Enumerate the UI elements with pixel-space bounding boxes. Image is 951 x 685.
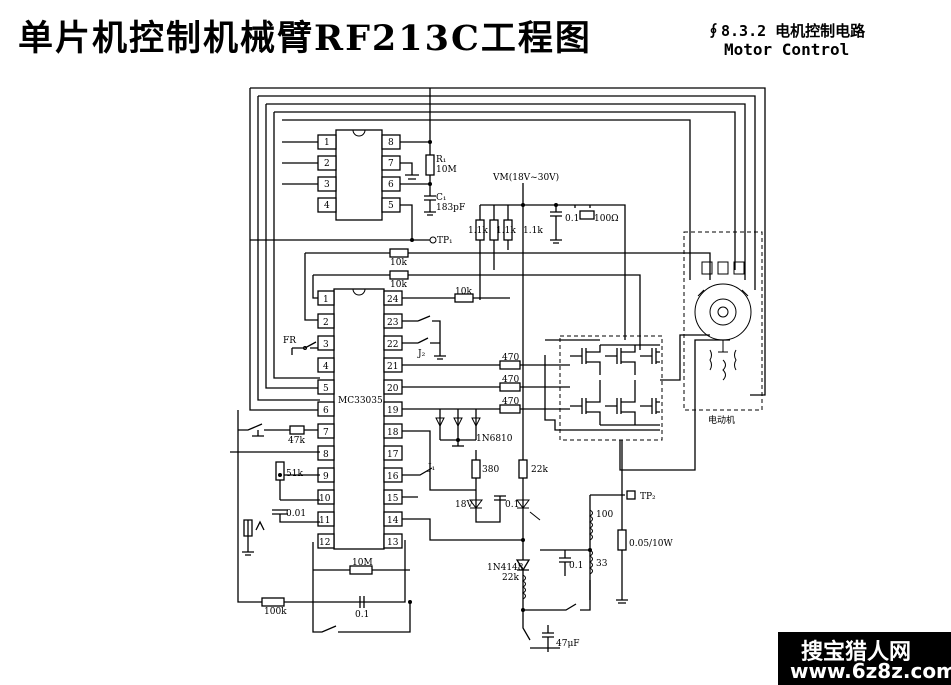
svg-text:17: 17: [387, 450, 399, 460]
ic-main-pins-right: 24 23 22 21 20 19 18 17 16 15 14 13: [383, 290, 403, 549]
svg-text:1N6810: 1N6810: [476, 434, 513, 444]
svg-text:1.1k: 1.1k: [523, 226, 543, 236]
svg-text:1.1k: 1.1k: [468, 226, 488, 236]
ic-top-pin-label: 6: [388, 180, 394, 190]
current-sense: 1N4148 22k 47μF 0.1 TP₂ 100 33 0.05/10W: [487, 440, 674, 652]
watermark-title: 搜宝猎人网: [801, 640, 912, 665]
svg-text:22k: 22k: [502, 573, 519, 583]
svg-text:0.1: 0.1: [355, 610, 369, 620]
svg-text:10k: 10k: [390, 258, 407, 268]
svg-text:470: 470: [502, 397, 519, 407]
page-title: 单片机控制机械臂RF213C工程图: [18, 18, 592, 59]
svg-text:TP₂: TP₂: [640, 492, 656, 502]
motor: 电动机: [683, 231, 763, 426]
feedback-resistors: 10k 10k 10k: [304, 248, 711, 350]
svg-text:0.05/10W: 0.05/10W: [629, 539, 674, 549]
svg-text:23: 23: [387, 318, 399, 328]
vm-supply: VM(18V~30V) 1.1k 1.1k 1.1k 0.1 100Ω: [468, 172, 626, 540]
svg-text:5: 5: [323, 384, 329, 394]
svg-text:10: 10: [319, 494, 331, 504]
ic-top-pins-left: 1 2 3 4: [317, 134, 337, 213]
svg-text:9: 9: [323, 472, 329, 482]
svg-text:47μF: 47μF: [556, 639, 580, 649]
svg-text:7: 7: [323, 428, 329, 438]
svg-text:100Ω: 100Ω: [594, 214, 619, 224]
svg-text:8: 8: [323, 450, 329, 460]
svg-text:1N4148: 1N4148: [487, 563, 524, 573]
svg-text:22k: 22k: [531, 465, 548, 475]
svg-text:12: 12: [319, 538, 330, 548]
section-heading: ∮8.3.2 电机控制电路: [706, 22, 866, 40]
section-subheading: Motor Control: [724, 40, 850, 59]
svg-text:47k: 47k: [288, 436, 305, 446]
ic-main-label: MC33035: [338, 396, 383, 406]
svg-text:10M: 10M: [436, 165, 457, 175]
svg-text:24: 24: [387, 295, 399, 305]
ic-top-pins-right: 8 7 6 5: [381, 134, 401, 213]
svg-text:C₁: C₁: [436, 193, 447, 203]
ic-top-pin-label: 5: [388, 201, 394, 211]
svg-text:19: 19: [387, 406, 399, 416]
svg-text:13: 13: [387, 538, 399, 548]
svg-text:21: 21: [387, 362, 398, 372]
svg-text:0.1: 0.1: [505, 500, 519, 510]
svg-text:0.1: 0.1: [569, 561, 583, 571]
svg-text:J₁: J₁: [427, 463, 435, 473]
svg-text:J₂: J₂: [417, 349, 426, 359]
ic-main-pins-left: 1 2 3 4 5 6 7 8 9 10 11 12: [317, 290, 335, 549]
svg-text:380: 380: [482, 465, 499, 475]
svg-text:1.1k: 1.1k: [496, 226, 516, 236]
zener-section: 380 18V 0.1 22k: [402, 430, 548, 523]
svg-text:14: 14: [387, 516, 399, 526]
svg-text:10M: 10M: [352, 558, 373, 568]
svg-text:15: 15: [387, 494, 399, 504]
ic-top-pin-label: 1: [324, 138, 330, 148]
svg-text:33: 33: [596, 559, 608, 569]
r1-c1: R₁ 10M C₁ 183pF TP₁: [412, 88, 465, 246]
svg-text:10k: 10k: [390, 280, 407, 290]
ic-top-pin-label: 8: [388, 138, 394, 148]
ic-top-pin-label: 3: [324, 180, 330, 190]
svg-text:1: 1: [323, 295, 329, 305]
switches: J₂ FR 47k: [238, 315, 446, 446]
svg-text:20: 20: [387, 384, 399, 394]
j1-section: J₁: [402, 463, 523, 541]
svg-text:VM(18V~30V): VM(18V~30V): [492, 172, 559, 183]
motor-label: 电动机: [708, 414, 735, 426]
svg-text:100k: 100k: [264, 607, 287, 617]
svg-text:470: 470: [502, 353, 519, 363]
svg-text:470: 470: [502, 375, 519, 385]
diode-array: 1N6810: [435, 409, 513, 447]
svg-text:0.1: 0.1: [565, 214, 579, 224]
ic-mc33035: MC33035 1 2 3 4 5 6 7 8 9 10 11 12 24 23…: [317, 288, 403, 550]
svg-text:16: 16: [387, 472, 399, 482]
ic-top-pin-label: 2: [324, 159, 330, 169]
svg-text:51k: 51k: [286, 469, 303, 479]
svg-text:18V: 18V: [455, 500, 473, 510]
svg-text:11: 11: [319, 516, 330, 526]
svg-text:4: 4: [323, 362, 329, 372]
svg-text:10k: 10k: [455, 287, 472, 297]
ic-top: 1 2 3 4 8 7 6 5: [250, 129, 430, 241]
svg-text:FR: FR: [283, 336, 296, 346]
svg-text:22: 22: [387, 340, 398, 350]
svg-text:0.01: 0.01: [286, 509, 306, 519]
svg-text:R₁: R₁: [436, 155, 446, 165]
svg-text:100: 100: [596, 510, 613, 520]
watermark-box: [778, 632, 951, 685]
svg-text:18: 18: [387, 428, 399, 438]
ic-top-pin-label: 7: [388, 159, 394, 169]
junction-dots: [278, 140, 592, 612]
svg-text:TP₁: TP₁: [437, 236, 453, 246]
ic-top-pin-label: 4: [324, 201, 330, 211]
bus-wires: [249, 87, 766, 411]
oscillator-section: 51k 0.01 100k 10M 0.1: [230, 410, 411, 633]
svg-text:183pF: 183pF: [436, 203, 465, 213]
mosfet-bridge: [544, 334, 730, 471]
svg-text:3: 3: [323, 340, 329, 350]
svg-text:2: 2: [323, 318, 329, 328]
svg-text:6: 6: [323, 406, 329, 416]
watermark-url: www.6z8z.com: [790, 659, 951, 683]
